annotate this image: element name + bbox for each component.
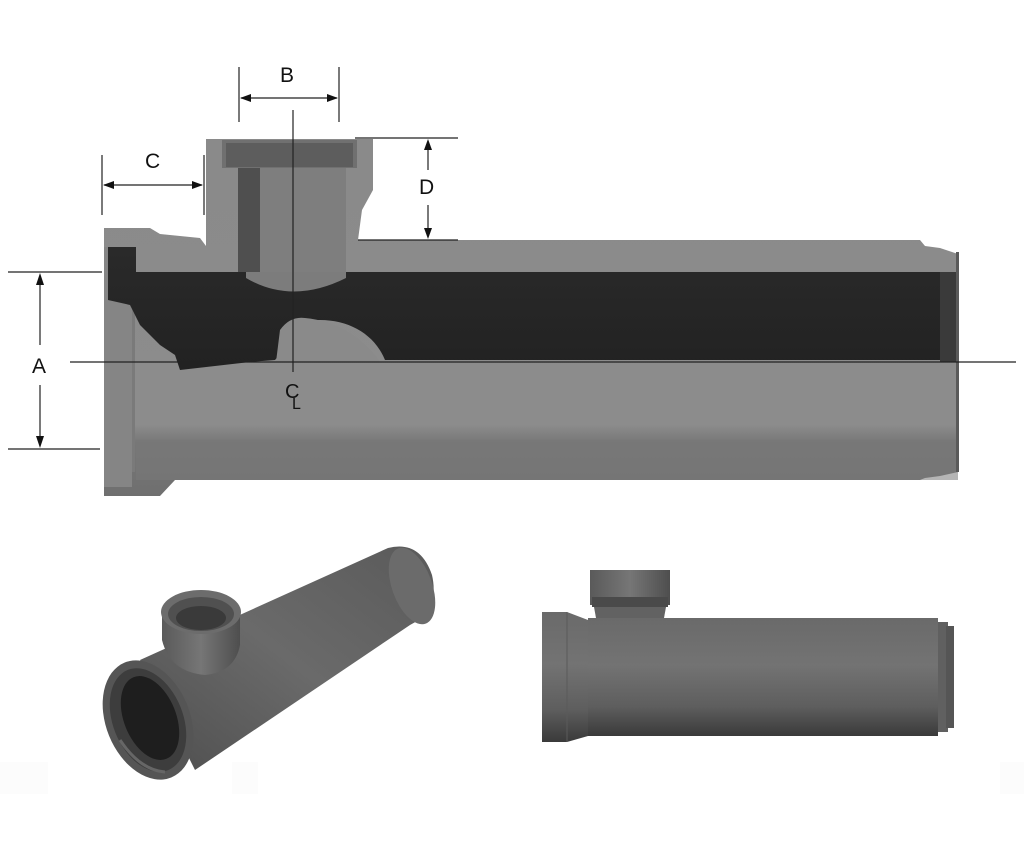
bg-artifact (232, 762, 258, 794)
side-elevation-view (542, 570, 954, 742)
saddle-curve (276, 317, 380, 362)
svg-text:C: C (285, 381, 299, 403)
arrowheads (36, 94, 432, 448)
bg-artifact (0, 762, 48, 794)
dimension-label-a: A (32, 355, 46, 378)
section-view (104, 139, 959, 496)
svg-text:L: L (292, 396, 301, 413)
bg-artifact (1000, 762, 1024, 794)
dimension-label-d: D (419, 176, 434, 199)
dimension-label-c: C (145, 150, 160, 173)
centerline-symbol: C L (285, 381, 301, 413)
dimension-label-b: B (280, 64, 294, 87)
isometric-view (102, 546, 436, 780)
